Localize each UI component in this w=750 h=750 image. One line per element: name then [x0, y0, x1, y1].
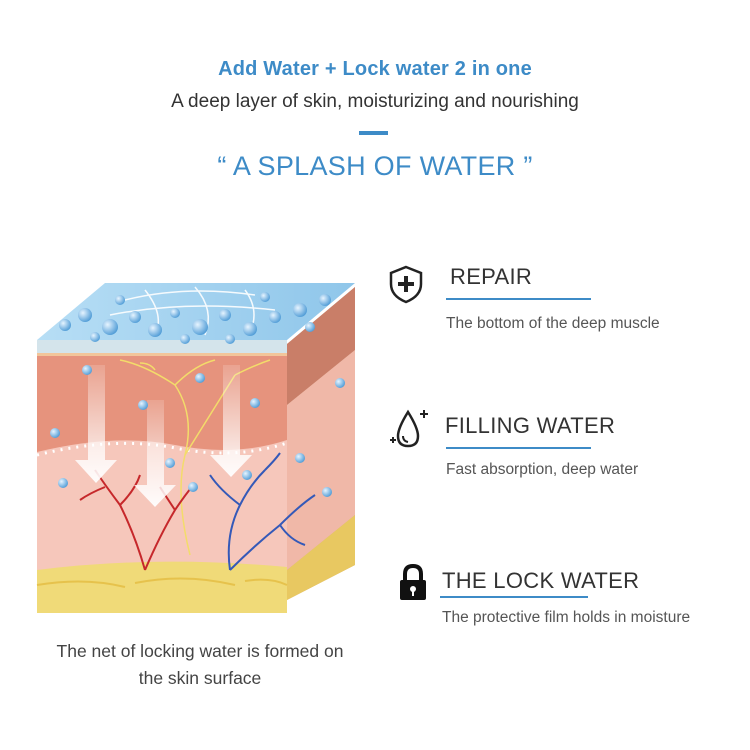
feature-title-filling-water: FILLING WATER: [445, 413, 616, 438]
feature-underline: [440, 596, 588, 598]
shield-plus-icon: [386, 264, 426, 304]
feature-title-repair: REPAIR: [450, 264, 533, 289]
feature-title-lock-water: THE LOCK WATER: [442, 568, 640, 593]
slogan: “ A SPLASH OF WATER ”: [217, 151, 533, 181]
feature-desc-repair: The bottom of the deep muscle: [446, 315, 660, 332]
water-drop-icon: [386, 406, 428, 448]
feature-underline: [446, 447, 591, 449]
caption-line-1: The net of locking water is formed on: [56, 641, 344, 661]
header-divider: [359, 131, 388, 135]
feature-underline: [446, 298, 591, 300]
skin-cross-section-illustration: [36, 283, 355, 613]
padlock-icon: [398, 563, 438, 604]
illustration-caption: The net of locking water is formed on th…: [0, 638, 400, 692]
feature-desc-lock-water: The protective film holds in moisture: [442, 609, 691, 626]
caption-line-2: the skin surface: [138, 668, 262, 688]
header-title: Add Water + Lock water 2 in one: [218, 58, 532, 80]
header-subtitle: A deep layer of skin, moisturizing and n…: [171, 91, 579, 112]
feature-desc-filling-water: Fast absorption, deep water: [446, 461, 639, 478]
